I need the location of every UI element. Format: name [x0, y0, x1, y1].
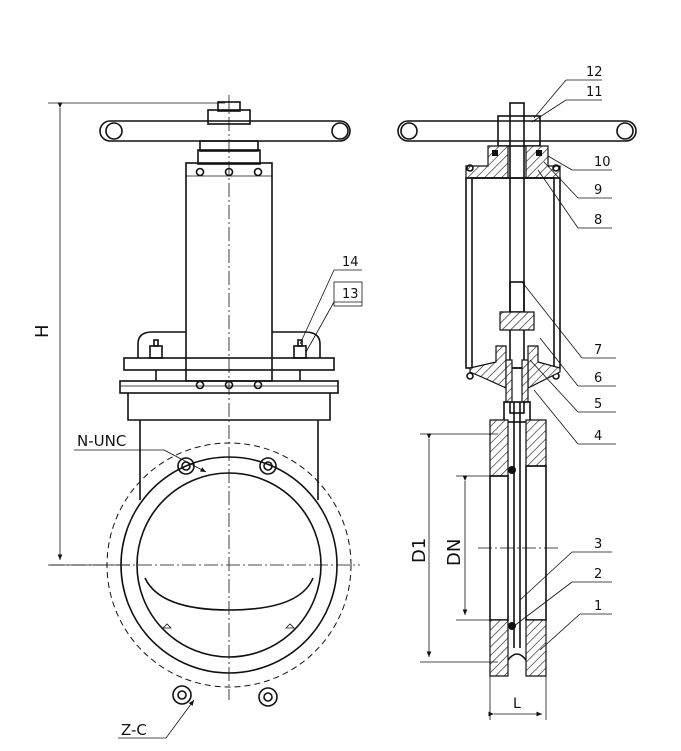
height-label: H [32, 324, 53, 338]
chamfer-dimension: Z-C [118, 699, 195, 739]
bolt-spec-dimension: N-UNC [74, 432, 207, 473]
handwheel-front [99, 101, 351, 165]
side-view: D1 DN L [397, 102, 637, 720]
flange-diameter-label: D1 [409, 538, 430, 563]
callouts: 12 11 10 9 8 7 6 5 4 3 2 1 14 [299, 65, 616, 651]
callout-1: 1 [594, 599, 602, 614]
length-dimension: L [488, 676, 547, 720]
length-label: L [513, 696, 521, 712]
callout-2: 2 [594, 567, 602, 582]
callout-12: 12 [586, 65, 603, 80]
nominal-diameter-label: DN [444, 539, 465, 566]
stem [509, 102, 525, 414]
height-dimension: H [32, 102, 225, 566]
callout-14: 14 [342, 255, 359, 270]
callout-13: 13 [342, 287, 359, 302]
callout-6: 6 [594, 371, 602, 386]
handwheel-side [397, 115, 637, 147]
front-view: H N-UNC Z-C [32, 95, 360, 739]
callout-10: 10 [594, 155, 611, 170]
callout-7: 7 [594, 343, 602, 358]
callout-11: 11 [586, 85, 603, 100]
bolt-spec-label: N-UNC [77, 432, 126, 450]
callout-5: 5 [594, 397, 602, 412]
chamfer-label: Z-C [121, 721, 147, 739]
callout-8: 8 [594, 213, 602, 228]
callout-4: 4 [594, 429, 602, 444]
flange-diameter-dimension: D1 [409, 433, 498, 663]
nominal-diameter-dimension: DN [444, 475, 494, 621]
callout-9: 9 [594, 183, 602, 198]
callout-3: 3 [594, 537, 602, 552]
